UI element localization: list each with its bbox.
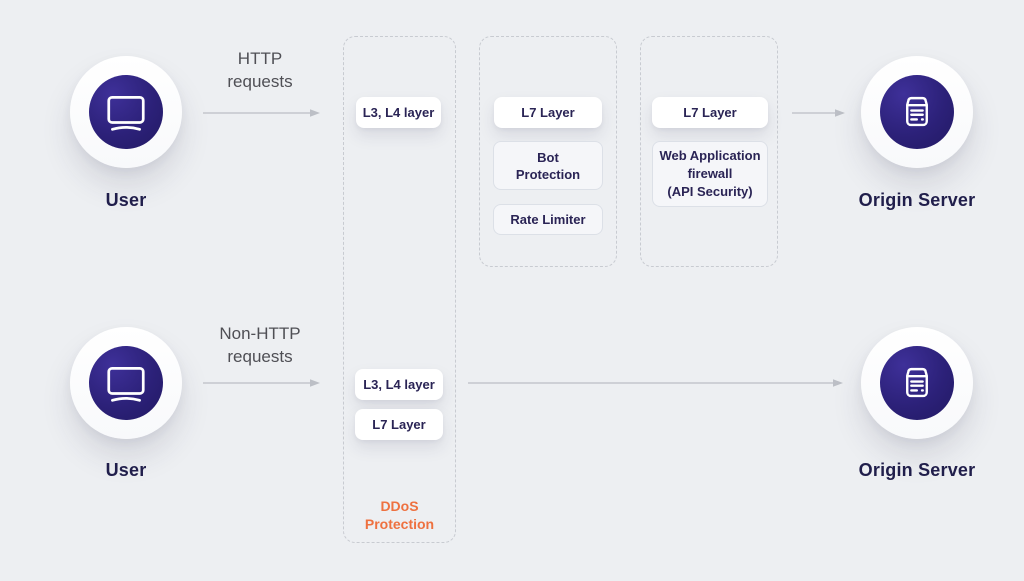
pill-rate-limiter-text: Rate Limiter bbox=[510, 212, 586, 227]
pill-rate-limiter: Rate Limiter bbox=[493, 204, 603, 235]
ddos-protection-box bbox=[343, 36, 456, 543]
origin-top-label: Origin Server bbox=[858, 190, 976, 210]
http-flow-arrow bbox=[203, 109, 320, 117]
pill-l7-layer-waf-text: L7 Layer bbox=[683, 105, 737, 120]
pill-l7-layer-bottom-text: L7 Layer bbox=[372, 417, 426, 432]
user-bottom-node bbox=[70, 327, 182, 439]
server-icon bbox=[906, 367, 928, 398]
pill-l7-layer-mid-text: L7 Layer bbox=[521, 105, 575, 120]
pill-l7-layer-mid: L7 Layer bbox=[494, 97, 602, 128]
origin-bottom-node-inner bbox=[880, 346, 954, 420]
http-requests-line2: requests bbox=[227, 72, 293, 91]
pill-bot-protection-line1: Bot bbox=[537, 149, 559, 165]
http-requests-line1: HTTP bbox=[237, 49, 283, 68]
pill-l3-l4-layer-top: L3, L4 layer bbox=[356, 97, 441, 128]
ddos-protection-caption: DDoS Protection bbox=[343, 497, 456, 533]
user-top-node-inner bbox=[89, 75, 163, 149]
origin-top-node bbox=[861, 56, 973, 168]
ddos-caption-line1: DDoS bbox=[380, 498, 419, 514]
http-requests-label: HTTP requests bbox=[150, 47, 370, 93]
ddos-caption-line2: Protection bbox=[364, 516, 435, 532]
pill-waf-line1: Web Application bbox=[659, 148, 761, 163]
l7-protection-box bbox=[479, 36, 617, 267]
user-top-node bbox=[70, 56, 182, 168]
monitor-icon bbox=[107, 96, 145, 131]
server-icon bbox=[906, 96, 928, 127]
non-http-requests-label: Non-HTTP requests bbox=[150, 322, 370, 368]
origin-bottom-label: Origin Server bbox=[858, 460, 976, 480]
pill-l7-layer-waf: L7 Layer bbox=[652, 97, 768, 128]
origin-top-node-inner bbox=[880, 75, 954, 149]
pill-bot-protection-line2: Protection bbox=[515, 166, 581, 182]
monitor-icon bbox=[107, 367, 145, 402]
ddos-to-origin-arrow bbox=[468, 379, 843, 387]
user-bottom-node-inner bbox=[89, 346, 163, 420]
origin-bottom-node bbox=[861, 327, 973, 439]
pill-waf-line3: (API Security) bbox=[667, 184, 753, 199]
user-top-label: User bbox=[105, 190, 147, 210]
user-bottom-label: User bbox=[105, 460, 147, 480]
pill-bot-protection: Bot Protection bbox=[493, 141, 603, 190]
waf-to-origin-arrow bbox=[792, 109, 845, 117]
non-http-requests-line1: Non-HTTP bbox=[219, 324, 301, 343]
pill-waf-line2: firewall bbox=[687, 166, 733, 181]
pill-web-application-firewall: Web Application firewall (API Security) bbox=[652, 141, 768, 207]
pill-l3-l4-layer-bottom: L3, L4 layer bbox=[355, 369, 443, 400]
non-http-flow-arrow bbox=[203, 379, 320, 387]
pill-l7-layer-bottom: L7 Layer bbox=[355, 409, 443, 440]
non-http-requests-line2: requests bbox=[227, 347, 293, 366]
pill-l3-l4-layer-top-text: L3, L4 layer bbox=[362, 105, 435, 120]
pill-l3-l4-layer-bottom-text: L3, L4 layer bbox=[363, 377, 435, 392]
waf-box bbox=[640, 36, 778, 267]
